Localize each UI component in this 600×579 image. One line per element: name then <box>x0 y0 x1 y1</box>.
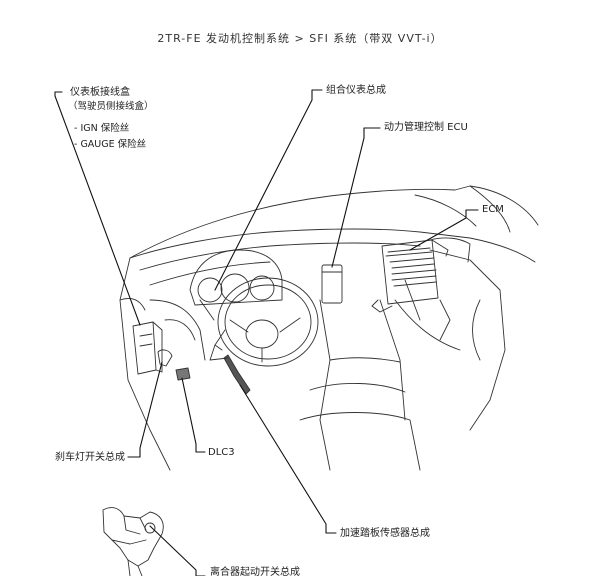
leader-clutch-switch <box>149 525 206 576</box>
right-panel <box>429 249 506 431</box>
clutch-switch-shape <box>102 507 164 576</box>
leader-combination-meter <box>214 89 323 291</box>
ecm-shape <box>371 239 449 313</box>
leader-stop-light <box>127 361 163 458</box>
power-ecu-shape <box>321 264 343 304</box>
label-ign-fuse: - IGN 保险丝 <box>74 123 130 134</box>
steering-wheel-shape <box>217 277 319 367</box>
a-pillar-outline <box>469 185 511 233</box>
label-ecm: ECM <box>482 204 504 215</box>
label-junction-block-sub: （驾驶员侧接线盒） <box>68 101 154 112</box>
page-header: 2TR-FE 发动机控制系统 > SFI 系统（带双 VVT-i） <box>157 32 443 45</box>
leader-accel-pedal <box>239 384 337 534</box>
dash-top <box>129 228 536 263</box>
label-gauge-fuse: - GAUGE 保险丝 <box>74 139 147 150</box>
stop-light-switch-shape <box>157 349 173 367</box>
leader-junction-block <box>54 91 141 326</box>
label-combination-meter: 组合仪表总成 <box>326 85 386 96</box>
label-accel-pedal-sensor: 加速踏板传感器总成 <box>340 528 430 539</box>
label-clutch-start-switch: 离合器起动开关总成 <box>210 567 300 578</box>
leader-power-ecu <box>331 127 381 268</box>
center-console <box>319 299 331 471</box>
label-power-steering-ecu: 动力管理控制 ECU <box>384 122 468 133</box>
windshield-outline <box>129 185 539 259</box>
left-door <box>119 257 171 471</box>
label-stop-light-switch: 刹车灯开关总成 <box>55 452 125 463</box>
junction-block-shape <box>132 321 163 375</box>
dlc3-shape <box>175 367 191 381</box>
leader-dlc3 <box>181 377 206 453</box>
leader-ecm <box>409 209 479 251</box>
label-dlc3: DLC3 <box>208 447 235 458</box>
label-junction-block: 仪表板接线盒 <box>70 87 130 98</box>
